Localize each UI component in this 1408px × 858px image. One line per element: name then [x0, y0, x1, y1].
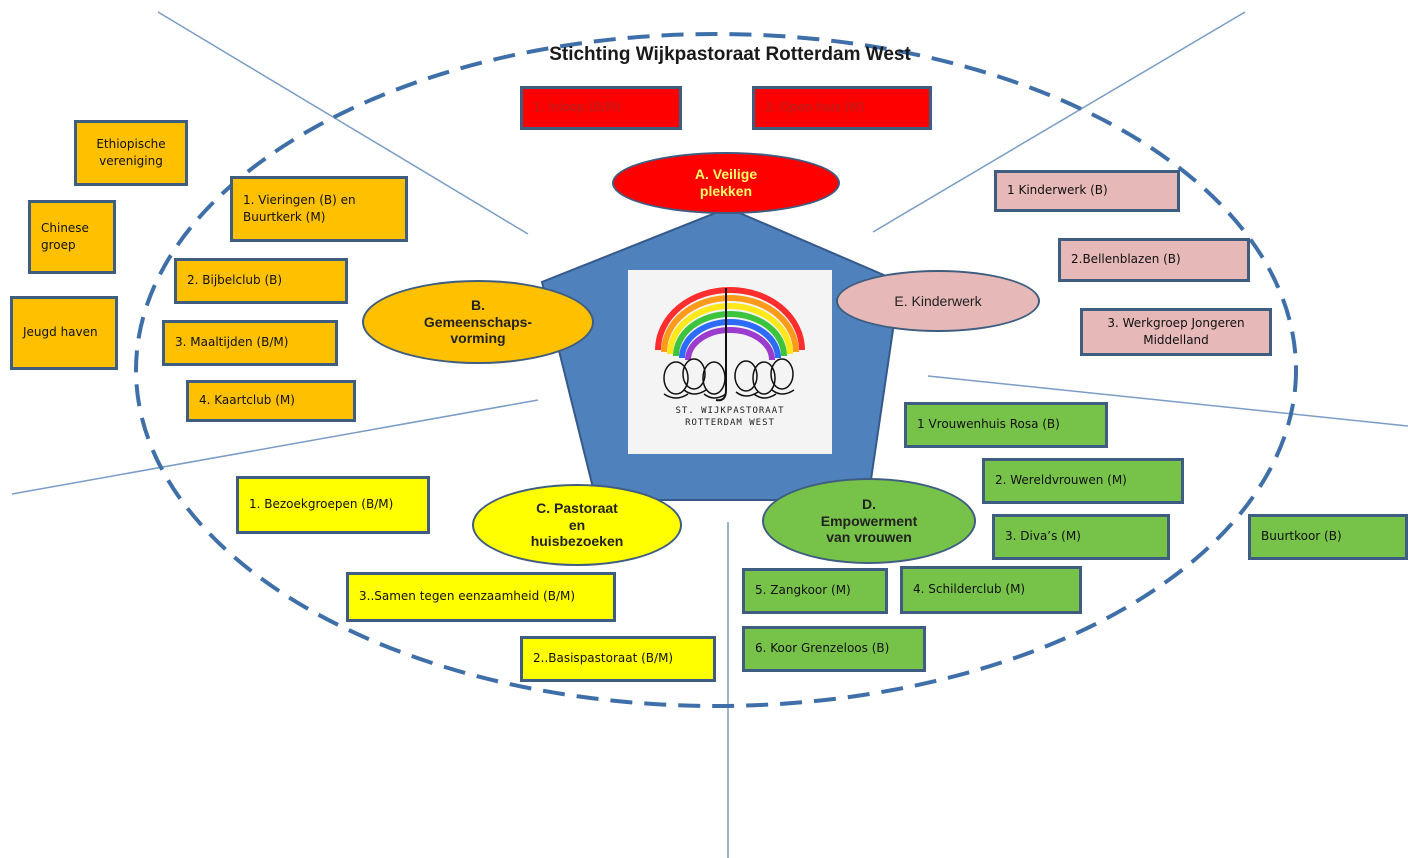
- box-ethiopische-vereniging: Ethiopische vereniging: [74, 120, 188, 186]
- box-inloop: 1. Inloop (B/M): [520, 86, 682, 130]
- box-bijbelclub: 2. Bijbelclub (B): [174, 258, 348, 304]
- box-schilderclub: 4. Schilderclub (M): [900, 566, 1082, 614]
- box-vieringen: 1. Vieringen (B) en Buurtkerk (M): [230, 176, 408, 242]
- logo-text-line2: ROTTERDAM WEST: [685, 418, 775, 428]
- box-vrouwenhuis-rosa: 1 Vrouwenhuis Rosa (B): [904, 402, 1108, 448]
- box-buurtkoor: Buurtkoor (B): [1248, 514, 1408, 560]
- divider-line-left: [11, 399, 539, 495]
- divider-line-right: [927, 375, 1408, 427]
- box-divas: 3. Diva’s (M): [992, 514, 1170, 560]
- dashed-ellipse: [134, 32, 1298, 708]
- box-kinderwerk: 1 Kinderwerk (B): [994, 170, 1180, 212]
- box-jeugd-haven: Jeugd haven: [10, 296, 118, 370]
- diagram-title: Stichting Wijkpastoraat Rotterdam West: [549, 44, 911, 65]
- box-basispastoraat: 2..Basispastoraat (B/M): [520, 636, 716, 682]
- box-wereldvrouwen: 2. Wereldvrouwen (M): [982, 458, 1184, 504]
- box-bellenblazen: 2.Bellenblazen (B): [1058, 238, 1250, 282]
- box-maaltijden: 3. Maaltijden (B/M): [162, 320, 338, 366]
- logo: ST. WIJKPASTORAAT ROTTERDAM WEST: [628, 270, 832, 454]
- box-samen-tegen-eenzaamheid: 3..Samen tegen eenzaamheid (B/M): [346, 572, 616, 622]
- box-kaartclub: 4. Kaartclub (M): [186, 380, 356, 422]
- box-chinese-groep: Chinese groep: [28, 200, 116, 274]
- category-c-pastoraat: C. Pastoraat en huisbezoeken: [472, 484, 682, 566]
- divider-line-top-left: [157, 11, 529, 235]
- category-a-veilige-plekken: A. Veilige plekken: [612, 152, 840, 214]
- category-e-kinderwerk: E. Kinderwerk: [836, 270, 1040, 332]
- category-d-empowerment: D. Empowerment van vrouwen: [762, 478, 976, 564]
- box-bezoekgroepen: 1. Bezoekgroepen (B/M): [236, 476, 430, 534]
- box-werkgroep-jongeren: 3. Werkgroep Jongeren Middelland: [1080, 308, 1272, 356]
- box-zangkoor: 5. Zangkoor (M): [742, 568, 888, 614]
- box-koor-grenzeloos: 6. Koor Grenzeloos (B): [742, 626, 926, 672]
- category-b-gemeenschapsvorming: B. Gemeenschaps- vorming: [362, 280, 594, 364]
- logo-text-line1: ST. WIJKPASTORAAT: [675, 406, 785, 416]
- umbrella-rainbow-logo-image: [655, 287, 805, 402]
- divider-line-top-right: [872, 11, 1246, 233]
- box-open-huis: 2. Open huis (M): [752, 86, 932, 130]
